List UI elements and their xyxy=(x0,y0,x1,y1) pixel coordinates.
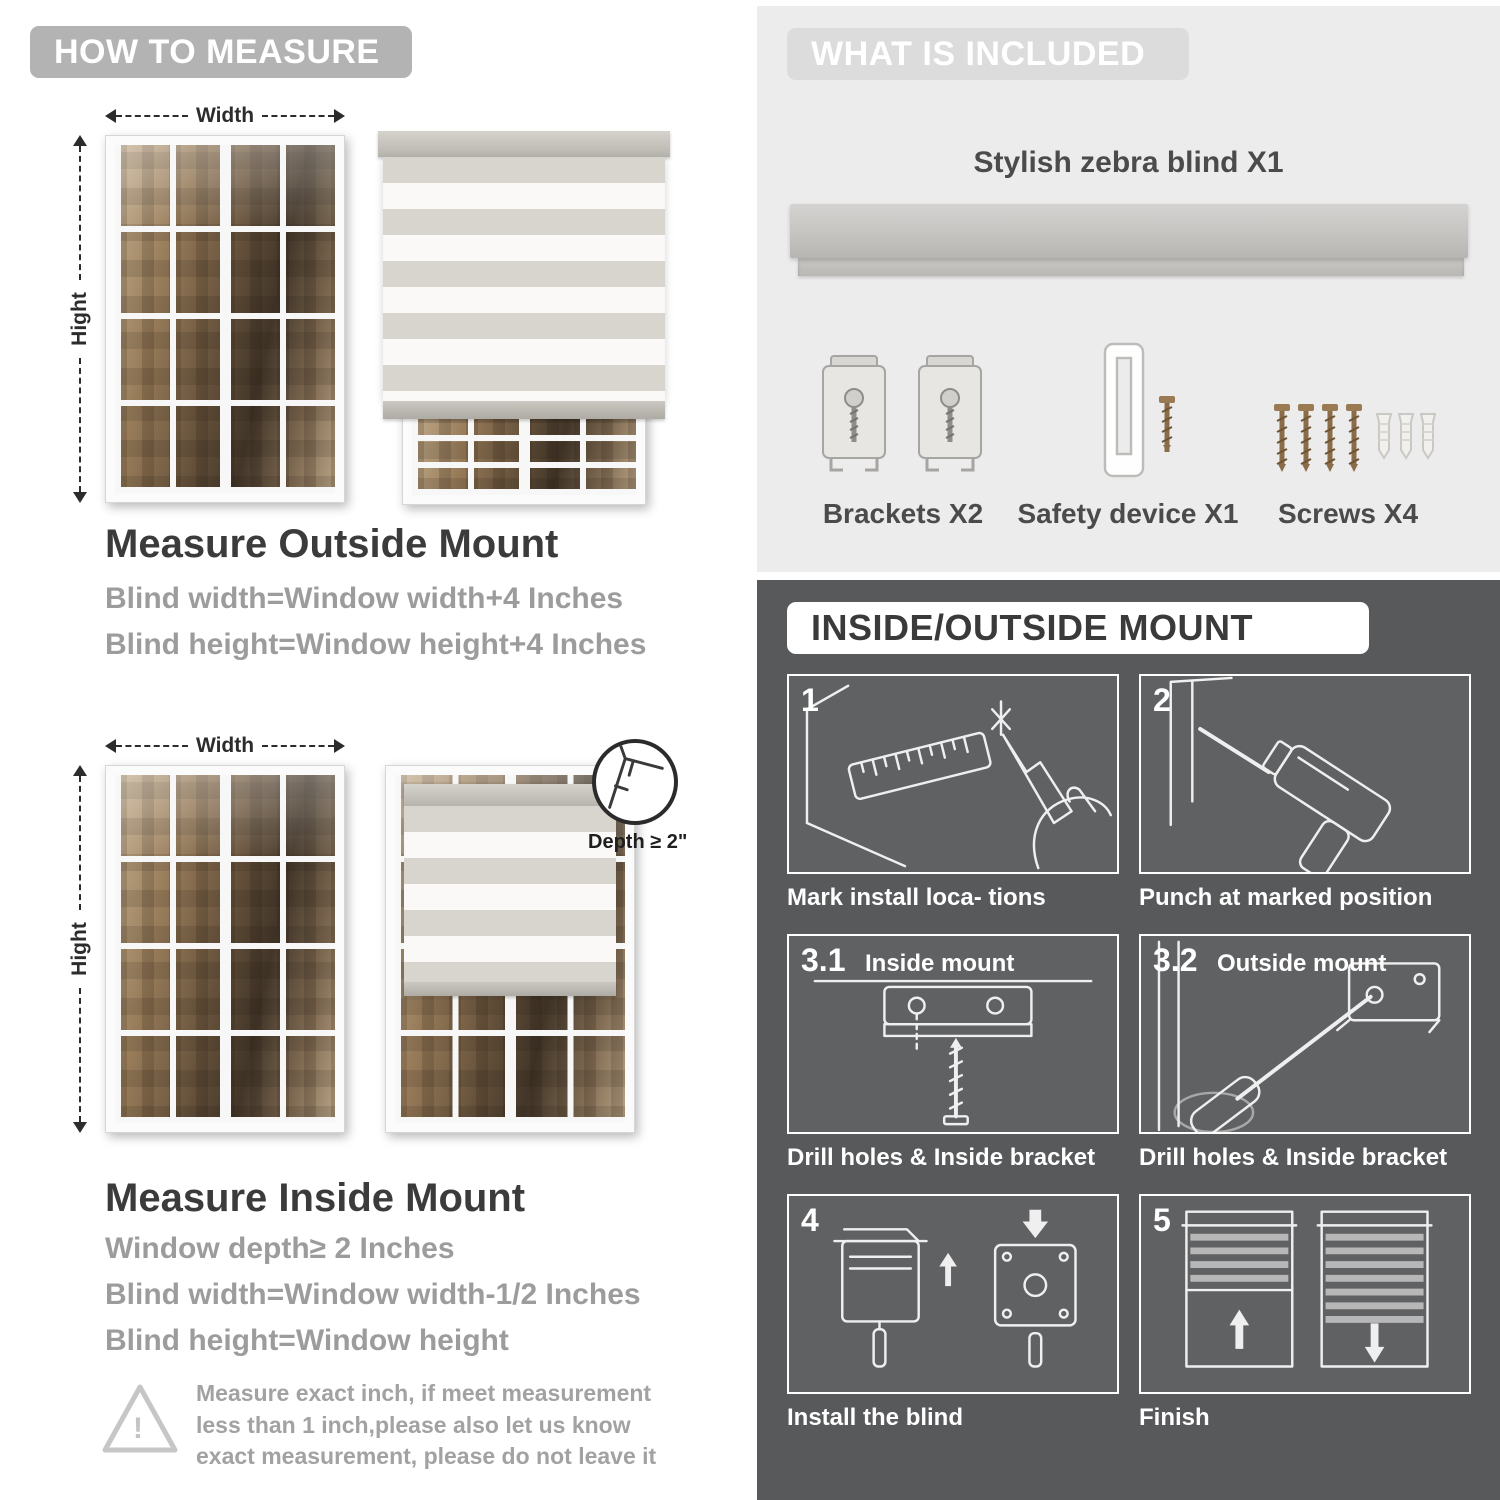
step-label: Inside mount xyxy=(865,950,1015,977)
step-caption: Finish xyxy=(1139,1404,1210,1431)
zebra-blind xyxy=(378,131,670,419)
depth-label: Depth ≥ 2" xyxy=(588,831,688,853)
blind-headrail xyxy=(378,131,670,157)
step-cell-3-1: 3.1 Inside mount Dril xyxy=(787,934,1119,1172)
warning-exclamation: ! xyxy=(133,1412,143,1445)
inside-measure-figure: Width Hight xyxy=(60,734,740,1155)
blind-item-label: Stylish zebra blind X1 xyxy=(973,146,1284,179)
headrail-cassette xyxy=(790,204,1468,258)
headrail-lip xyxy=(798,258,1464,276)
blind-headrail xyxy=(404,784,616,806)
arrow-down-icon xyxy=(73,492,87,503)
step-panel-4: 4 xyxy=(787,1194,1119,1394)
zebra-blind xyxy=(404,784,616,997)
measure-outside-title: Measure Outside Mount xyxy=(105,522,559,566)
install-blind-illustration xyxy=(833,1209,1077,1368)
height-label: Hight xyxy=(66,288,94,350)
blind-bottom-rail xyxy=(404,982,616,997)
blind-bottom-rail xyxy=(383,401,665,419)
width-label: Width xyxy=(195,104,255,127)
window-center-divider xyxy=(220,775,230,1123)
safety-device-icon xyxy=(1103,342,1175,478)
measure-outside-line-2: Blind height=Window height+4 Inches xyxy=(105,628,647,661)
measure-inside-line-3: Blind height=Window height xyxy=(105,1324,509,1357)
step-number: 3.1 xyxy=(801,942,846,978)
height-arrow: Hight xyxy=(66,135,94,503)
item-label-screws: Screws X4 xyxy=(1277,498,1419,529)
step-number: 5 xyxy=(1153,1202,1171,1238)
step-caption: Mark install loca- tions xyxy=(787,884,1046,911)
mount-header: INSIDE/OUTSIDE MOUNT xyxy=(787,602,1369,654)
step-cell-1: 1 Mark install loca- tions xyxy=(787,674,1119,912)
drill-illustration xyxy=(1169,676,1392,872)
step-caption: Drill holes & Inside bracket xyxy=(787,1144,1096,1171)
warning-triangle-icon xyxy=(102,1384,178,1453)
zebra-blind-inside-figure xyxy=(385,765,635,1133)
blind-stripes xyxy=(383,157,665,401)
ruler-marking-illustration xyxy=(805,684,1113,870)
what-is-included-header: WHAT IS INCLUDED xyxy=(787,28,1189,80)
step-number: 4 xyxy=(801,1202,819,1238)
warning-text: Measure exact inch, if meet measurement … xyxy=(196,1380,657,1470)
arrow-up-icon xyxy=(73,135,87,146)
measure-inside-line-2: Blind width=Window width-1/2 Inches xyxy=(105,1278,641,1311)
arrow-right-icon xyxy=(334,109,345,123)
height-label: Hight xyxy=(66,918,94,980)
step-panel-1: 1 xyxy=(787,674,1119,874)
window-corner-sketch-icon xyxy=(608,743,664,809)
width-arrow: Width xyxy=(105,104,345,127)
step-number: 1 xyxy=(801,682,819,718)
arrow-right-icon xyxy=(334,739,345,753)
step-caption: Drill holes & Inside bracket xyxy=(1139,1144,1448,1171)
height-arrow: Hight xyxy=(66,765,94,1133)
item-label-brackets: Brackets X2 xyxy=(822,498,984,529)
step-cell-2: 2 Punch at marked position xyxy=(1139,674,1471,912)
arrow-up-icon xyxy=(73,765,87,776)
back-window-center-divider xyxy=(519,387,529,495)
how-to-measure-section: HOW TO MEASURE Width Hight xyxy=(30,26,740,1488)
window-illustration xyxy=(105,135,345,503)
window-illustration xyxy=(105,765,345,1133)
outside-bracket-illustration xyxy=(1157,940,1441,1132)
measure-inside-title: Measure Inside Mount xyxy=(105,1176,526,1220)
step-number: 3.2 xyxy=(1153,942,1198,978)
step-cell-3-2: 3.2 Outside mount D xyxy=(1139,934,1471,1172)
headrail-figure xyxy=(790,204,1468,276)
step-number: 2 xyxy=(1153,682,1171,718)
width-arrow: Width xyxy=(105,734,345,757)
zebra-blind-outside-figure xyxy=(378,131,670,505)
step-cell-5: 5 Finish xyxy=(1139,1194,1471,1432)
step-caption: Install the blind xyxy=(787,1404,964,1431)
window-center-divider xyxy=(220,145,230,493)
arrow-down-icon xyxy=(73,1122,87,1133)
step-caption: Punch at marked position xyxy=(1139,884,1433,911)
inside-bracket-illustration xyxy=(813,979,1093,1126)
finish-illustration xyxy=(1181,1210,1433,1368)
arrow-left-icon xyxy=(105,109,116,123)
step-panel-3-2: 3.2 Outside mount xyxy=(1139,934,1471,1134)
blind-stripes xyxy=(404,806,616,983)
brackets-icon xyxy=(817,344,993,486)
how-to-measure-header: HOW TO MEASURE xyxy=(30,26,412,78)
depth-detail-circle xyxy=(592,739,678,825)
what-is-included-section: WHAT IS INCLUDED Stylish zebra blind X1 xyxy=(757,6,1500,572)
step-cell-4: 4 Install the blin xyxy=(787,1194,1119,1432)
mount-steps-grid: 1 Mark install loca- tions xyxy=(787,674,1471,1432)
step-label: Outside mount xyxy=(1217,950,1387,977)
step-panel-2: 2 xyxy=(1139,674,1471,874)
item-label-safety-device: Safety device X1 xyxy=(1017,498,1239,529)
mount-instructions-section: INSIDE/OUTSIDE MOUNT 1 xyxy=(757,580,1500,1500)
screws-icon xyxy=(1269,392,1436,488)
warning-block: ! Measure exact inch, if meet measuremen… xyxy=(100,1378,700,1488)
measure-outside-line-1: Blind width=Window width+4 Inches xyxy=(105,582,624,615)
outside-measure-figure: Width Hight xyxy=(60,104,710,505)
width-label: Width xyxy=(195,734,255,757)
measure-inside-line-1: Window depth≥ 2 Inches xyxy=(105,1232,455,1265)
step-panel-5: 5 xyxy=(1139,1194,1471,1394)
step-panel-3-1: 3.1 Inside mount xyxy=(787,934,1119,1134)
arrow-left-icon xyxy=(105,739,116,753)
